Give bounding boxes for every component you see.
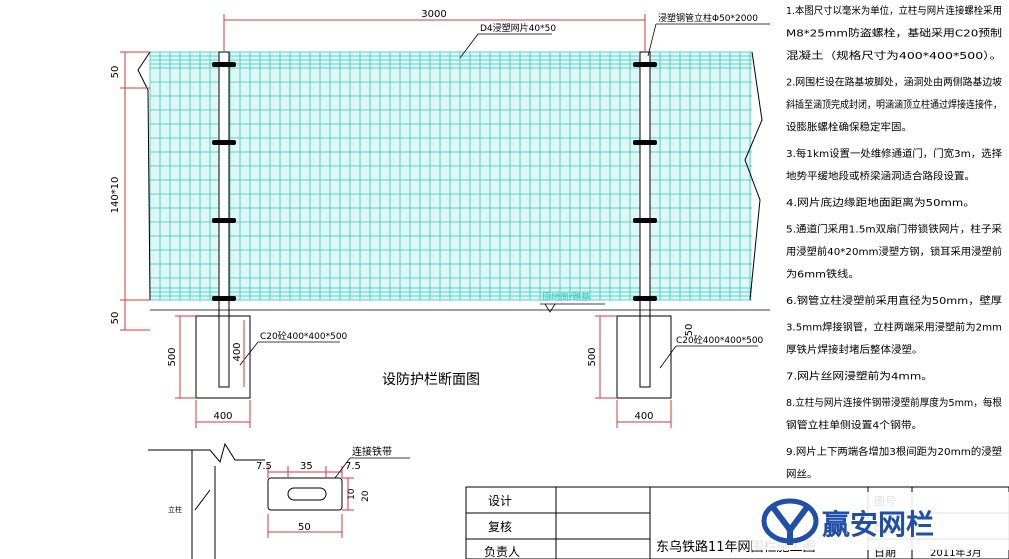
- span-text: 3000: [421, 9, 446, 20]
- right-side-50: 50: [684, 324, 695, 337]
- detail-7-5-right: 7.5: [345, 461, 361, 472]
- bottom-gap-text: 50: [110, 312, 121, 325]
- logo-emblem-icon: [761, 498, 819, 545]
- section-title: 设防护栏断面图: [382, 372, 480, 388]
- note-line: 混凝土（规格尺寸为400*400*500）。: [786, 49, 1002, 62]
- dimension-vertical-left: [120, 51, 150, 331]
- note-line: 1.本图尺寸以毫米为单位，立柱与网片连接螺栓采用: [786, 4, 1002, 17]
- note-line: 钢管立柱单侧设置4个钢带。: [786, 419, 923, 432]
- leader-mesh: D4浸塑网片40*50: [459, 22, 556, 59]
- footing-left: [195, 315, 251, 399]
- company-logo: 赢安网栏: [752, 492, 1009, 550]
- detail-20: 20: [361, 490, 371, 502]
- foot-width-right: 400: [634, 411, 653, 422]
- detail-35: 35: [300, 461, 313, 472]
- note-line: 6.钢管立柱浸塑前采用直径为50mm，壁厚: [786, 294, 1002, 307]
- note-line: M8*25mm防盗螺栓，基础采用C20预制: [786, 27, 1002, 40]
- dim-foot-width-left: [195, 400, 251, 428]
- leader-post: 浸塑钢管立柱Φ50*2000: [647, 12, 770, 57]
- note-line: 7.网片丝网浸塑前为4mm。: [786, 370, 933, 383]
- foot-depth-left: 500: [167, 347, 178, 366]
- detail-dim-lines: [267, 466, 354, 538]
- detail-7-5-left: 7.5: [256, 461, 272, 472]
- foot-label-left: C20砼400*400*500: [260, 330, 348, 342]
- tb-review: 复核: [488, 520, 512, 534]
- post-embed-text: 400: [232, 342, 243, 361]
- note-line: 为6mm铁线。: [786, 268, 860, 281]
- dimension-span: 3000: [223, 9, 646, 52]
- foot-leader-left: C20砼400*400*500: [239, 330, 348, 366]
- post-label: 浸塑钢管立柱Φ50*2000: [658, 12, 758, 24]
- dim-foot-depth-right: [595, 315, 617, 399]
- dim-foot-depth-left: [175, 315, 196, 399]
- note-line: 用浸塑前40*20mm浸塑方钢，锁耳采用浸塑前: [786, 245, 1002, 258]
- note-line: 地势平缓地段或桥梁涵洞适合路段设置。: [786, 170, 975, 183]
- note-line: 2.网围栏设在路基坡脚处，涵洞处由两侧路基边坡: [786, 76, 1002, 89]
- break-line-left: [137, 51, 151, 301]
- note-line: 斜插至涵顶完成封闭，明涵涵顶立柱通过焊接连接件，: [786, 98, 1002, 111]
- ground-leader: 原地面/路基: [540, 291, 605, 313]
- note-line: 4.网片底边缘距地面距离为50mm。: [786, 196, 975, 209]
- note-line: 设膨胀螺栓确保稳定牢固。: [786, 121, 912, 134]
- tb-responsible: 负责人: [484, 545, 520, 559]
- mesh-grid: [149, 51, 752, 301]
- dim-foot-width-right: [616, 400, 672, 428]
- detail-label: 连接铁带: [352, 445, 392, 458]
- detail-50: 50: [298, 522, 311, 533]
- detail-drawing: [148, 442, 343, 559]
- mesh-panel: [137, 51, 763, 301]
- foot-leader-right: C20砼400*400*500: [659, 334, 764, 369]
- post-left: [212, 51, 236, 388]
- note-line: 3.5mm焊接钢管，立柱两端采用浸塑前为2mm: [786, 321, 1002, 334]
- ground-label: 原地面/路基: [542, 291, 590, 303]
- top-gap-text: 50: [110, 66, 121, 79]
- foot-depth-right: 500: [587, 347, 598, 366]
- note-line: 网丝。: [786, 469, 818, 481]
- footing-right: [616, 315, 672, 399]
- note-line: 9.网片上下两端各增加3根间距为20mm的浸塑: [786, 445, 1002, 458]
- detail-10: 10: [347, 488, 357, 500]
- foot-width-left: 400: [213, 411, 232, 422]
- panel-height-text: 140*10: [110, 177, 121, 214]
- foot-label-right: C20砼400*400*500: [676, 334, 764, 346]
- note-line: 3.每1km设置一处维修通道门，门宽3m，选择: [786, 147, 1002, 160]
- mesh-label: D4浸塑网片40*50: [480, 22, 556, 34]
- detail-leader: 连接铁带: [334, 445, 410, 479]
- tb-design: 设计: [488, 494, 512, 508]
- note-line: 厚铁片焊接封堵后整体浸塑。: [786, 343, 923, 356]
- note-line: 5.通道门采用1.5m双扇门带锁铁网片，柱子采: [786, 223, 1002, 236]
- logo-text: 赢安网栏: [822, 508, 934, 541]
- note-line: 8.立柱与网片连接件钢带浸塑前厚度为5mm，每根: [786, 396, 1002, 409]
- detail-post-text: 立柱: [168, 505, 182, 514]
- notes: 1.本图尺寸以毫米为单位，立柱与网片连接螺栓采用 M8*25mm防盗螺栓，基础采用…: [786, 4, 1002, 481]
- break-line-right: [744, 51, 763, 301]
